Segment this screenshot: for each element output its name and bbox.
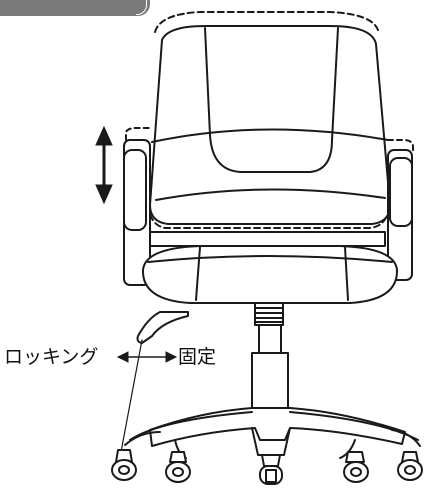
tilt-lock-lever	[117, 311, 189, 469]
height-adjust-arrow-icon	[95, 125, 113, 205]
lock-fixed-arrow-icon	[116, 351, 178, 363]
right-armrest	[387, 139, 414, 281]
seat	[141, 231, 399, 304]
fixed-label: 固定	[178, 346, 217, 368]
locking-label: ロッキング	[4, 346, 99, 368]
header-tab	[0, 0, 150, 16]
chair-base	[124, 407, 421, 459]
caster-front-left	[165, 451, 191, 483]
backrest-raised-outline	[154, 11, 379, 33]
caster-front-right	[343, 451, 369, 483]
caster-center	[259, 454, 283, 485]
gas-cylinder	[251, 302, 289, 416]
caster-right	[397, 451, 423, 481]
caster-left	[111, 449, 137, 481]
backrest	[149, 25, 391, 225]
